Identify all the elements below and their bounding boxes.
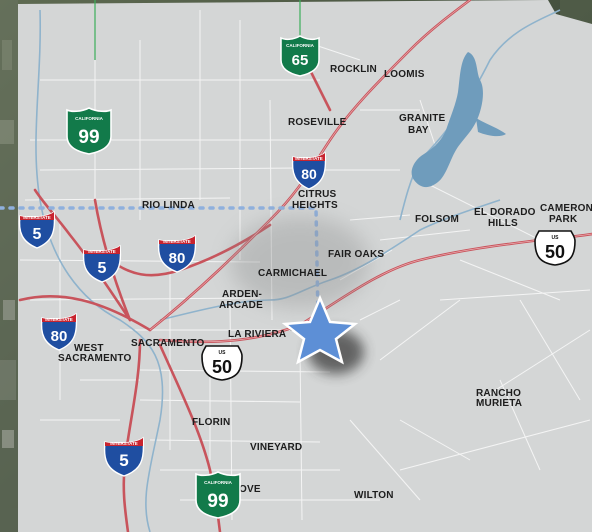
ca-99-south-number: 99	[207, 491, 228, 512]
ca-99-south-caption: CALIFORNIA	[204, 480, 232, 485]
ca-65-number: 65	[292, 52, 309, 69]
i-80-north-number: 80	[301, 166, 317, 182]
place-arden-arcade-2: ARCADE	[219, 300, 263, 311]
place-wilton: WILTON	[354, 490, 394, 501]
place-roseville: ROSEVILLE	[288, 117, 347, 128]
ca-99-shield-north[interactable]: CALIFORNIA 99	[66, 107, 112, 155]
i-5-shield-center[interactable]: INTERSTATE 5	[82, 244, 122, 283]
place-loomis: LOOMIS	[384, 69, 425, 80]
i-5-shield-south[interactable]: INTERSTATE 5	[103, 436, 145, 477]
i-5-south-caption: INTERSTATE	[110, 441, 138, 446]
us-50-shield-center[interactable]: US 50	[201, 345, 243, 381]
i-5-north-number: 5	[33, 226, 42, 243]
place-labels: ROCKLIN LOOMIS ROSEVILLE GRANITE BAY CIT…	[58, 64, 592, 501]
location-star-marker[interactable]	[281, 294, 359, 365]
place-el-dorado-hills-2: HILLS	[488, 218, 518, 229]
ca-99-north-number: 99	[78, 127, 99, 148]
folsom-lake	[411, 52, 483, 188]
i-5-center-caption: INTERSTATE	[88, 249, 116, 254]
place-elk-grove: OVE	[239, 484, 261, 495]
i-5-center-number: 5	[98, 260, 107, 277]
place-granite-bay-2: BAY	[408, 125, 429, 136]
place-rocklin: ROCKLIN	[330, 64, 377, 75]
us-50-center-number: 50	[212, 357, 232, 377]
place-el-dorado-hills: EL DORADO	[474, 207, 536, 218]
place-rancho-murieta-2: MURIETA	[476, 398, 522, 409]
green-route-line	[94, 0, 301, 60]
place-granite-bay: GRANITE	[399, 113, 446, 124]
us-50-shield-east[interactable]: US 50	[534, 230, 576, 266]
place-fair-oaks: FAIR OAKS	[328, 249, 384, 260]
place-west-sacramento-2: SACRAMENTO	[58, 353, 132, 364]
lake-arm	[476, 118, 506, 137]
place-florin: FLORIN	[192, 417, 230, 428]
us-50-east-caption: US	[552, 235, 560, 241]
ca-65-shield[interactable]: CALIFORNIA 65	[280, 35, 320, 77]
place-cameron-park-2: PARK	[549, 214, 578, 225]
place-vineyard: VINEYARD	[250, 442, 302, 453]
place-arden-arcade: ARDEN-	[222, 289, 262, 300]
place-citrus-heights: CITRUS	[298, 189, 337, 200]
i-5-south-number: 5	[119, 451, 128, 470]
i-5-north-caption: INTERSTATE	[23, 215, 51, 220]
i-80-west-number: 80	[51, 328, 68, 345]
i-80-shield-center[interactable]: INTERSTATE 80	[157, 234, 197, 273]
i-5-shield-north[interactable]: INTERSTATE 5	[18, 210, 56, 249]
us-50-center-caption: US	[219, 350, 227, 356]
place-la-riviera: LA RIVIERA	[228, 329, 286, 340]
place-citrus-heights-2: HEIGHTS	[292, 200, 338, 211]
place-carmichael: CARMICHAEL	[258, 268, 327, 279]
ca-99-shield-south[interactable]: CALIFORNIA 99	[195, 471, 241, 519]
place-folsom: FOLSOM	[415, 214, 459, 225]
i-80-shield-west[interactable]: INTERSTATE 80	[40, 312, 78, 351]
i-80-west-caption: INTERSTATE	[45, 317, 73, 322]
place-rio-linda: RIO LINDA	[142, 200, 195, 211]
marker-glow	[230, 216, 370, 308]
i-80-north-caption: INTERSTATE	[295, 156, 323, 161]
us-50-east-number: 50	[545, 242, 565, 262]
place-cameron-park: CAMERON	[540, 203, 592, 214]
i-80-shield-north[interactable]: INTERSTATE 80	[291, 151, 327, 190]
i-80-center-number: 80	[169, 250, 186, 267]
place-rancho-murieta: RANCHO	[476, 388, 521, 399]
place-west-sacramento: WEST	[74, 343, 104, 354]
ca-65-caption: CALIFORNIA	[286, 43, 314, 48]
ca-99-north-caption: CALIFORNIA	[75, 116, 103, 121]
place-sacramento: SACRAMENTO	[131, 338, 205, 349]
i-80-center-caption: INTERSTATE	[163, 239, 191, 244]
